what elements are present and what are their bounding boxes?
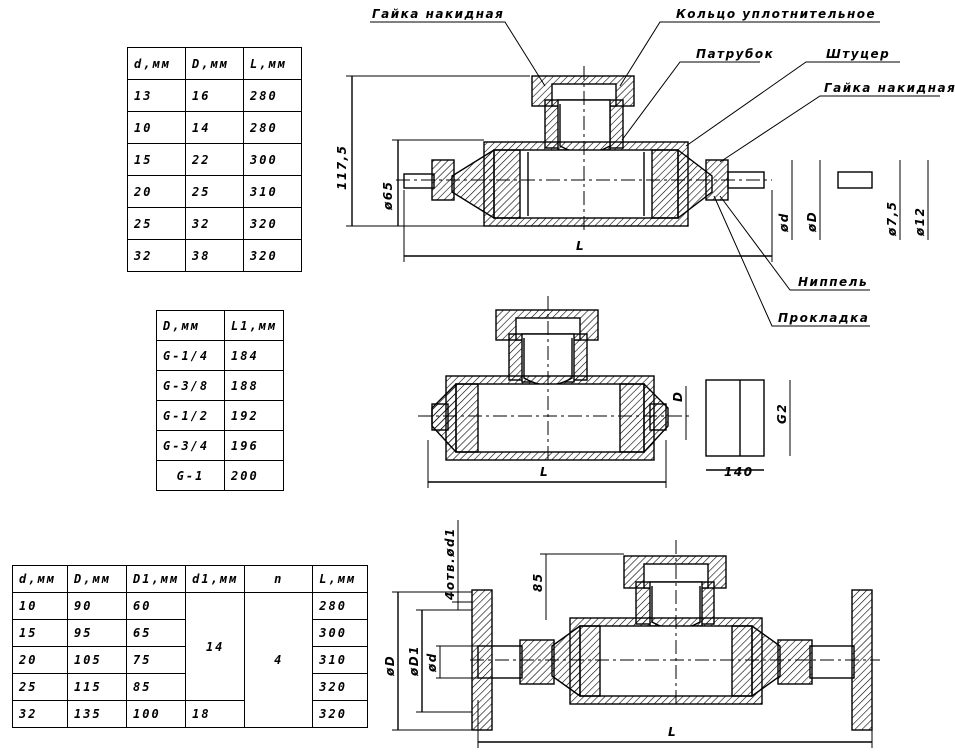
dim-G2: G2 bbox=[775, 403, 789, 424]
tee-assembly-top bbox=[346, 21, 940, 327]
hose-left bbox=[403, 173, 435, 189]
dim-oD-bottom: øD bbox=[383, 655, 397, 677]
table-cell: 25 bbox=[127, 207, 186, 240]
table-cell: 200 bbox=[223, 460, 285, 491]
table-header-row: d,мм D,мм L,мм bbox=[127, 47, 302, 80]
table-cell: 18 bbox=[185, 700, 246, 728]
table-cell-merged-d1: 14 bbox=[185, 592, 246, 701]
table-cell: 320 bbox=[243, 239, 302, 272]
table-cell: 192 bbox=[223, 400, 285, 431]
table-cell: 184 bbox=[223, 340, 285, 371]
table-row: 10 90 60 14 4 280 bbox=[12, 592, 369, 728]
dim-L-top: L bbox=[576, 239, 585, 253]
thread-detail bbox=[705, 379, 765, 457]
label-branch-pipe: Патрубок bbox=[696, 47, 774, 61]
table-header-cell: n bbox=[244, 565, 314, 593]
dim-od-bottom: ød bbox=[425, 652, 439, 673]
table-cell: 320 bbox=[312, 673, 369, 701]
label-union-nut-top: Гайка накидная bbox=[372, 7, 504, 21]
table-cell: 280 bbox=[243, 111, 302, 144]
table-cell: 90 bbox=[67, 592, 127, 620]
callout-labels: Гайка накидная Кольцо уплотнительное Пат… bbox=[335, 7, 955, 739]
label-gasket: Прокладка bbox=[778, 311, 869, 325]
dim-o12: ø12 bbox=[913, 207, 927, 237]
table-cell: 85 bbox=[125, 673, 187, 701]
hose-detail bbox=[837, 171, 873, 189]
table-cell: 25 bbox=[185, 175, 244, 208]
table-cell: 280 bbox=[312, 592, 369, 620]
table-cell: 188 bbox=[223, 370, 285, 401]
table-row: 32 135 100 18 320 bbox=[12, 700, 369, 728]
table-cell: 14 bbox=[185, 111, 244, 144]
table-cell: 300 bbox=[312, 619, 369, 647]
label-sealing-ring: Кольцо уплотнительное bbox=[676, 7, 876, 21]
table-header-cell: L,мм bbox=[312, 565, 369, 593]
table-cell: 15 bbox=[12, 619, 68, 647]
dim-o7-5: ø7,5 bbox=[885, 200, 899, 237]
dim-o65: ø65 bbox=[381, 181, 395, 211]
label-fitting: Штуцер bbox=[826, 47, 890, 61]
dim-D-middle: D bbox=[671, 391, 685, 402]
table-cell: 10 bbox=[12, 592, 68, 620]
table-header-cell: D1,мм bbox=[125, 565, 187, 593]
table-cell: 65 bbox=[125, 619, 187, 647]
table-cell: G-1/2 bbox=[156, 400, 225, 431]
table-row: 20 105 75 310 bbox=[12, 646, 369, 674]
table-cell: 300 bbox=[243, 143, 302, 176]
table-cell: 310 bbox=[312, 646, 369, 674]
dim-oD-top: øD bbox=[805, 211, 819, 233]
dim-85: 85 bbox=[531, 572, 545, 592]
table-cell: 196 bbox=[223, 430, 285, 461]
dim-L-bottom: L bbox=[668, 725, 677, 739]
tee-assembly-bottom bbox=[392, 520, 880, 748]
table-cell: G-3/4 bbox=[156, 430, 225, 461]
table-cell: 100 bbox=[125, 700, 187, 728]
table-header-cell: D,мм bbox=[185, 47, 244, 80]
cone-right bbox=[651, 149, 713, 219]
dim-140: 140 bbox=[724, 465, 754, 479]
label-nipple: Ниппель bbox=[798, 275, 868, 289]
table-cell: 10 bbox=[127, 111, 186, 144]
table-header-row: D,мм L1,мм bbox=[156, 310, 285, 341]
dim-od-top: ød bbox=[777, 212, 791, 233]
table-cell: 32 bbox=[12, 700, 68, 728]
dim-oD1-bottom: øD1 bbox=[407, 645, 421, 677]
table-cell: 60 bbox=[125, 592, 187, 620]
dimension-table-3: d,мм D,мм D1,мм d1,мм n L,мм 10 90 60 14… bbox=[12, 565, 369, 728]
table-cell: 38 bbox=[185, 239, 244, 272]
table-cell: 13 bbox=[127, 79, 186, 112]
table-cell: 32 bbox=[185, 207, 244, 240]
dim-117-5: 117,5 bbox=[335, 145, 349, 190]
table-cell: 95 bbox=[67, 619, 127, 647]
table-cell: 280 bbox=[243, 79, 302, 112]
table-header-cell: d,мм bbox=[127, 47, 186, 80]
table-cell: G-3/8 bbox=[156, 370, 225, 401]
table-cell: 310 bbox=[243, 175, 302, 208]
tee-assembly-middle bbox=[418, 296, 791, 488]
table-cell: 320 bbox=[312, 700, 369, 728]
dim-holes: 4отв.ød1 bbox=[443, 527, 457, 601]
table-cell: 15 bbox=[127, 143, 186, 176]
table-row: 15 95 65 300 bbox=[12, 619, 369, 647]
label-union-nut-right: Гайка накидная bbox=[824, 81, 955, 95]
dim-L-middle: L bbox=[540, 465, 549, 479]
cone-left bbox=[451, 149, 521, 219]
table-cell: 105 bbox=[67, 646, 127, 674]
